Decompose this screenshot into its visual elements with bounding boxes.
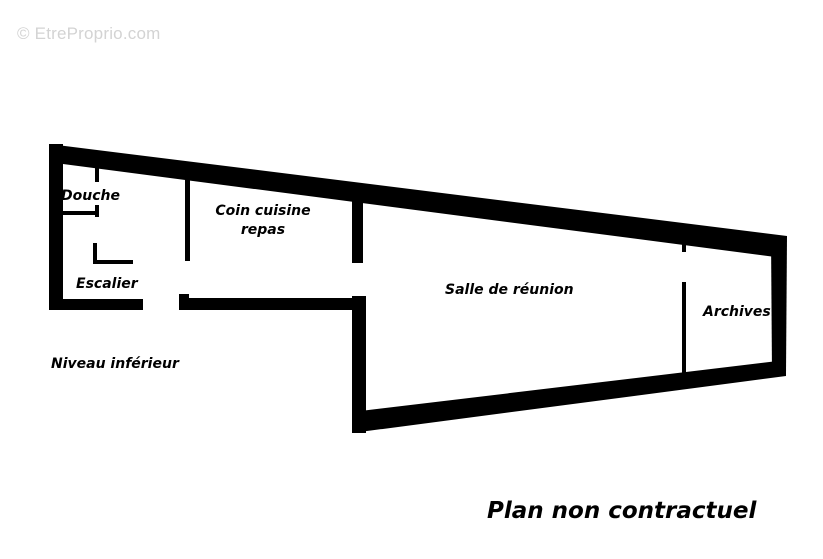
wall-top [49,144,787,258]
wall-bottom [352,360,786,433]
partition-cuisine [185,175,190,261]
partition-archives-bottom [682,282,686,377]
wall-left [49,144,63,310]
room-label-cuisine-line2: repas [240,221,286,238]
room-label-escalier: Escalier [76,276,138,292]
room-label-archives: Archives [703,304,771,320]
partition-escalier-h [93,260,133,264]
partition-douche-v [95,205,99,217]
wall-bottom-left-b [179,298,361,310]
room-label-cuisine-line1: Coin cuisine [215,203,311,219]
disclaimer-text: Plan non contractuel [487,498,757,524]
partition-escalier-v [93,243,97,263]
partition-douche-h [61,211,99,215]
room-label-cuisine: Coin cuisine repas [209,202,317,240]
room-label-douche: Douche [61,188,120,204]
door-jamb [179,294,189,301]
room-label-salle: Salle de réunion [445,282,574,298]
partition-archives-top [682,236,686,252]
level-label: Niveau inférieur [51,356,179,372]
wall-salle-left-lower [352,296,366,433]
wall-salle-left-upper [352,197,363,263]
partition-douche-top [95,160,99,182]
wall-bottom-left-a [49,299,143,310]
watermark-text: © EtreProprio.com [17,24,161,43]
wall-right [771,236,787,374]
